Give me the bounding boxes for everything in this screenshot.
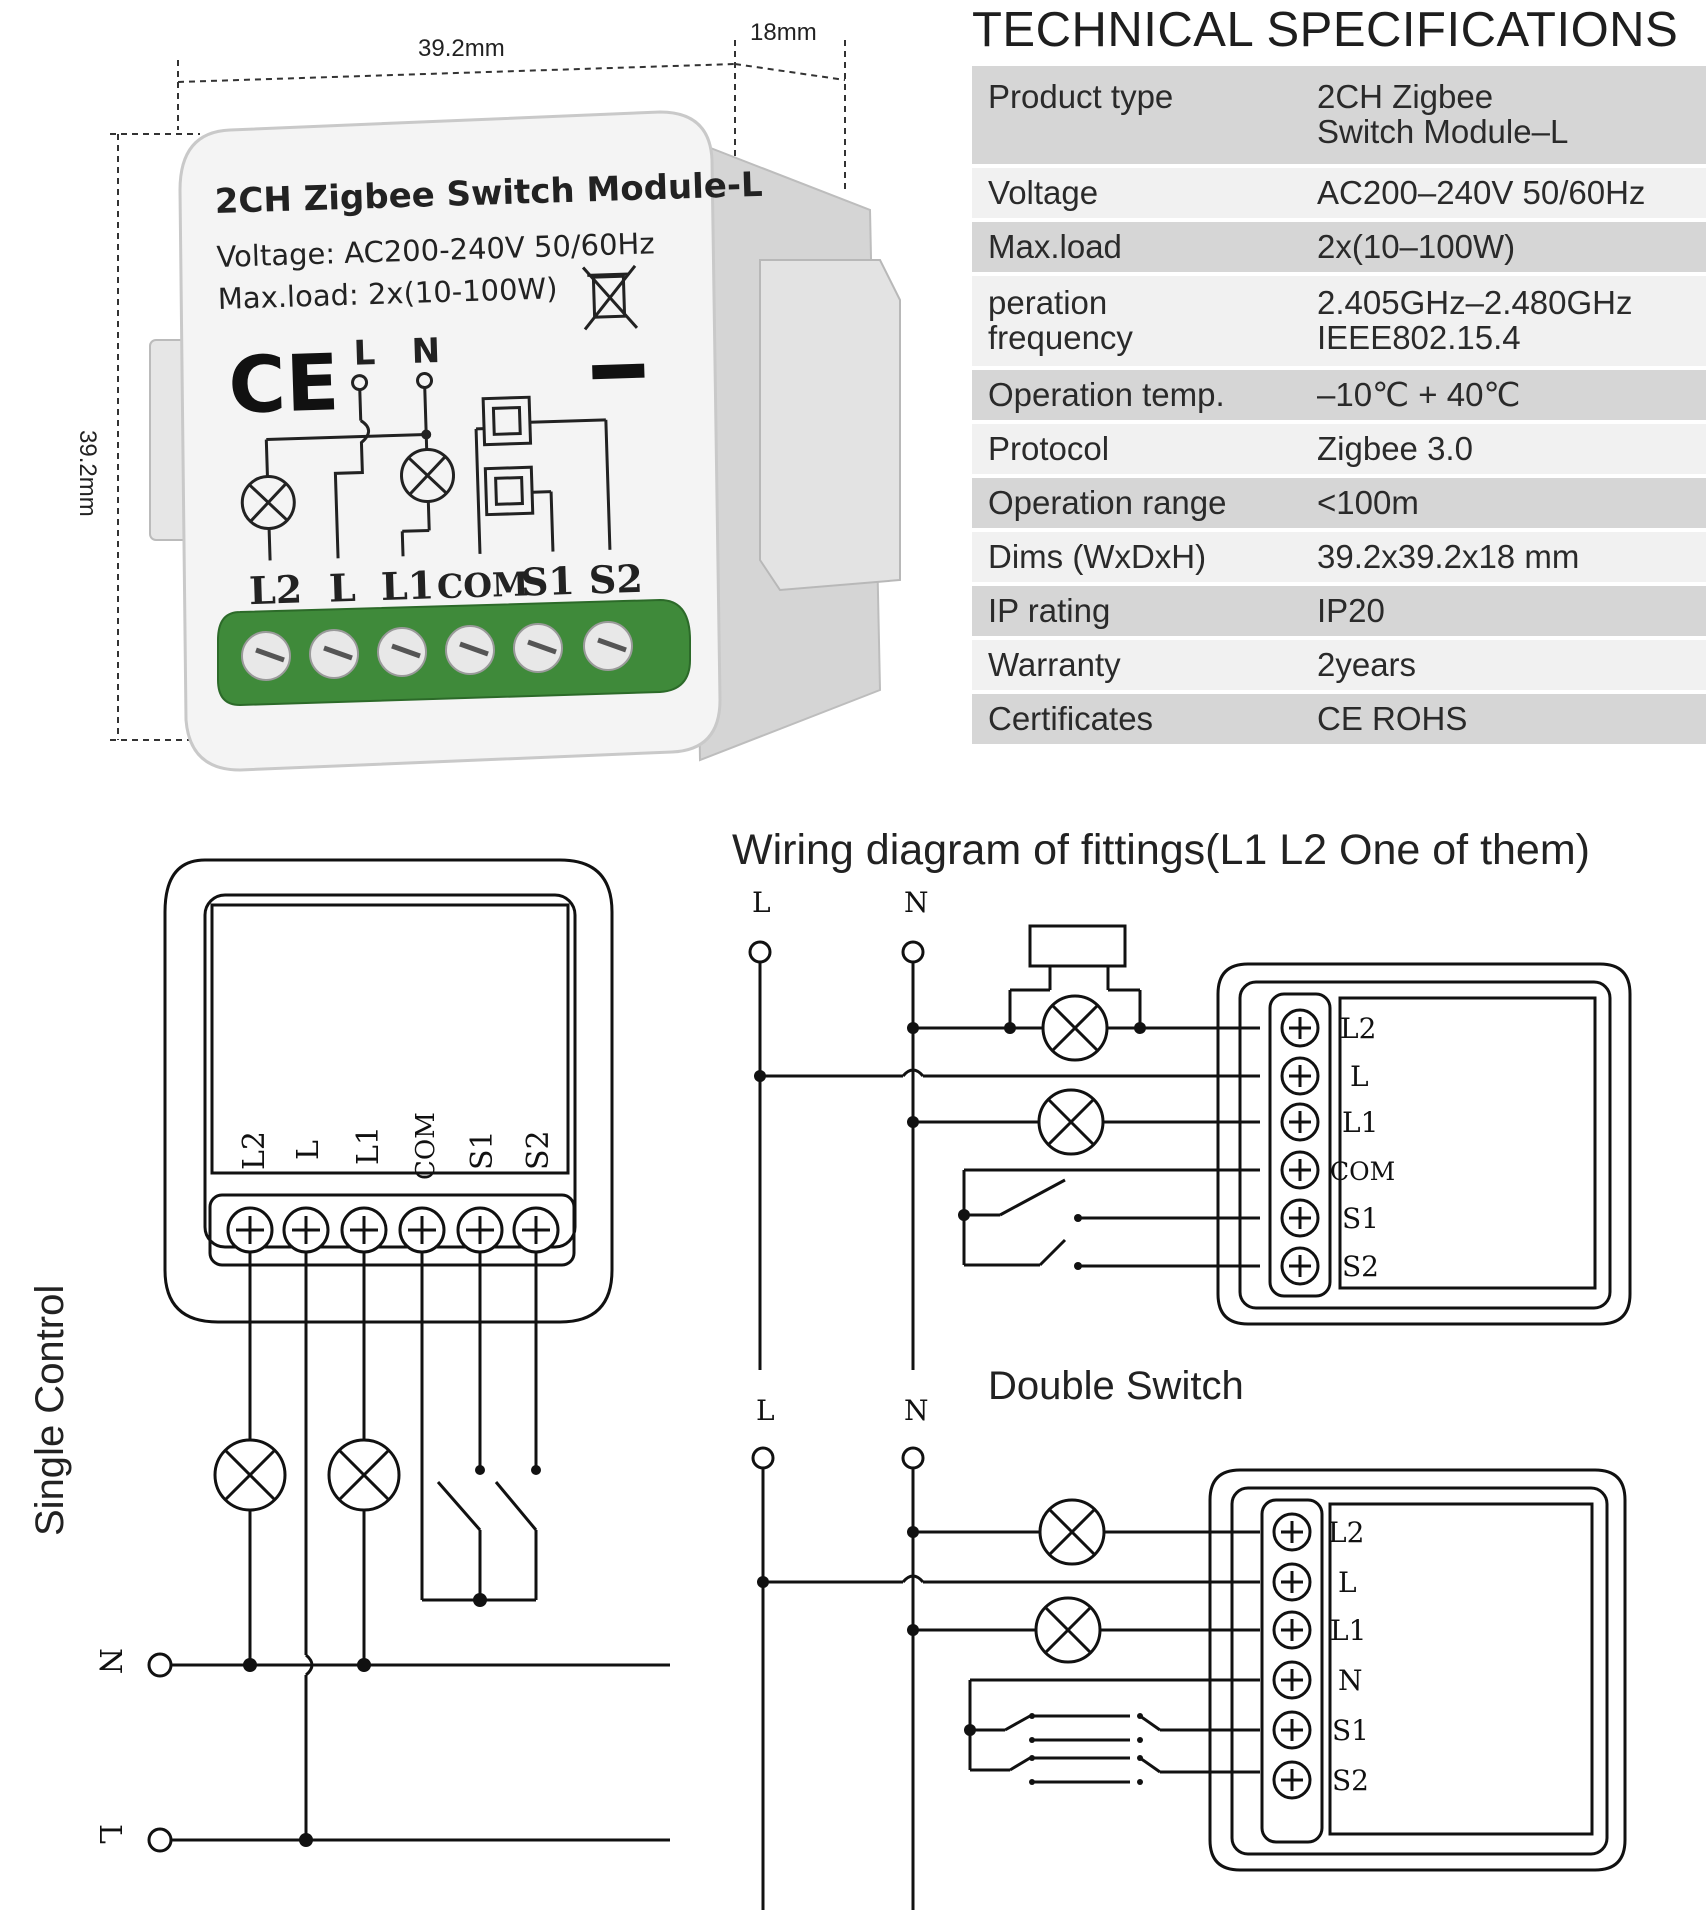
top-term-l: L xyxy=(1350,1060,1369,1093)
top-screws xyxy=(1280,1008,1320,1286)
single-term-l2: L2 xyxy=(237,1131,272,1170)
spec-label: Operation range xyxy=(972,476,1313,532)
module-terminal-labels: L2 L L1 COM S1 S2 xyxy=(248,556,643,613)
bottom-term-l1: L1 xyxy=(1330,1614,1366,1647)
wiring-top-diagram: L N xyxy=(748,890,1632,1910)
bottom-term-n: N xyxy=(1338,1664,1363,1697)
spec-value: –10℃ + 40℃ xyxy=(1313,368,1706,424)
spec-label: IP rating xyxy=(972,584,1313,640)
spec-title: TECHNICAL SPECIFICATIONS xyxy=(972,3,1679,57)
product-photo: 39.2mm 18mm 39.2mm 2CH Zigbee Switch Mod… xyxy=(74,19,901,772)
dim-height: 39.2mm xyxy=(74,430,101,517)
single-term-l1: L1 xyxy=(351,1126,386,1165)
spec-row: Certificates CE ROHS xyxy=(972,692,1706,748)
bottom-term-s2: S2 xyxy=(1332,1764,1369,1797)
wiring-title: Wiring diagram of fittings(L1 L2 One of … xyxy=(732,826,1590,874)
spec-row: Warranty 2years xyxy=(972,638,1706,694)
spec-row: Max.load 2x(10–100W) xyxy=(972,220,1706,276)
bottom-supply-l: L xyxy=(756,1394,775,1427)
spec-label: Protocol xyxy=(972,422,1313,478)
spec-value: Zigbee 3.0 xyxy=(1313,422,1706,478)
spec-value: 2x(10–100W) xyxy=(1313,220,1706,276)
single-term-s1: S1 xyxy=(465,1130,500,1170)
bottom-terminal-labels: L2 L L1 N S1 S2 xyxy=(1328,1516,1369,1797)
spec-value: <100m xyxy=(1313,476,1706,532)
single-module-inner xyxy=(203,893,577,1249)
spec-row: IP rating IP20 xyxy=(972,584,1706,640)
top-term-s2: S2 xyxy=(1342,1250,1379,1283)
dim-depth: 18mm xyxy=(750,19,817,46)
spec-label-line: peration xyxy=(988,284,1108,322)
spec-value: CE ROHS xyxy=(1313,692,1706,748)
single-terminal-labels: L2 L L1 COM S1 S2 xyxy=(237,1112,556,1180)
module-term-l1: L1 xyxy=(380,562,435,609)
top-term-s1: S1 xyxy=(1342,1202,1379,1235)
weee-icon xyxy=(581,264,639,331)
module-label-n: N xyxy=(411,331,441,372)
module-schematic xyxy=(240,372,612,561)
spec-row: Operation range <100m xyxy=(972,476,1706,532)
single-control-diagram: L2 L L1 COM S1 S2 xyxy=(92,858,670,1853)
spec-label: Product type xyxy=(972,66,1313,168)
module-term-s2: S2 xyxy=(588,556,643,603)
bottom-supply-labels: L N xyxy=(756,1394,929,1427)
module-term-com: COM xyxy=(436,564,529,606)
single-term-s2: S2 xyxy=(521,1130,556,1170)
spec-value-line: 2CH Zigbee xyxy=(1317,78,1494,115)
spec-value: 39.2x39.2x18 mm xyxy=(1313,530,1706,586)
spec-value: 2years xyxy=(1313,638,1706,694)
double-switch-title: Double Switch xyxy=(988,1364,1244,1408)
single-term-l: L xyxy=(291,1140,326,1160)
spec-value: AC200–240V 50/60Hz xyxy=(1313,166,1706,222)
spec-label: Certificates xyxy=(972,692,1313,748)
spec-label: Operation temp. xyxy=(972,368,1313,424)
single-screws xyxy=(226,1206,560,1254)
top-term-l2: L2 xyxy=(1340,1012,1376,1045)
dimension-lines xyxy=(110,40,846,741)
bottom-term-l: L xyxy=(1338,1566,1357,1599)
bottom-screws xyxy=(1272,1512,1312,1800)
spec-label-line: frequency xyxy=(988,319,1133,356)
module-label-l: L xyxy=(353,333,376,374)
spec-row: Operation temp. –10℃ + 40℃ xyxy=(972,368,1706,424)
spec-value: IP20 xyxy=(1313,584,1706,640)
spec-row: Voltage AC200–240V 50/60Hz xyxy=(972,166,1706,222)
top-term-l1: L1 xyxy=(1342,1106,1378,1139)
spec-value-line: IEEE802.15.4 xyxy=(1317,319,1521,356)
spec-label: Dims (WxDxH) xyxy=(972,530,1313,586)
spec-label: Warranty xyxy=(972,638,1313,694)
side-clip xyxy=(759,259,901,592)
top-term-com: COM xyxy=(1330,1157,1395,1186)
single-supply-l: L xyxy=(92,1824,127,1844)
ce-mark: CE xyxy=(227,338,340,431)
spec-row: Dims (WxDxH) 39.2x39.2x18 mm xyxy=(972,530,1706,586)
top-supply-labels: L N xyxy=(752,890,929,919)
top-supply-n: N xyxy=(904,890,929,919)
top-supply-l: L xyxy=(752,890,771,919)
spec-value-line: 2.405GHz–2.480GHz xyxy=(1317,284,1633,322)
bottom-module-outline xyxy=(1208,1468,1627,1872)
spec-value-line: Switch Module–L xyxy=(1317,112,1569,150)
module-term-l: L xyxy=(328,565,356,611)
bottom-term-l2: L2 xyxy=(1328,1516,1364,1549)
top-terminal-labels: L2 L L1 COM S1 S2 xyxy=(1330,1012,1395,1283)
bottom-term-s1: S1 xyxy=(1332,1714,1369,1747)
bottom-supply-n: N xyxy=(904,1394,929,1427)
single-supply-n: N xyxy=(92,1648,127,1674)
spec-row: Protocol Zigbee 3.0 xyxy=(972,422,1706,478)
single-term-com: COM xyxy=(411,1112,441,1180)
spec-label: Max.load xyxy=(972,220,1313,276)
spec-label: Voltage xyxy=(972,166,1313,222)
module-term-l2: L2 xyxy=(248,566,303,613)
single-module-outline xyxy=(163,858,614,1324)
module-term-s1: S1 xyxy=(520,558,575,605)
dim-width: 39.2mm xyxy=(418,35,505,62)
top-module-outline xyxy=(1216,962,1632,1326)
